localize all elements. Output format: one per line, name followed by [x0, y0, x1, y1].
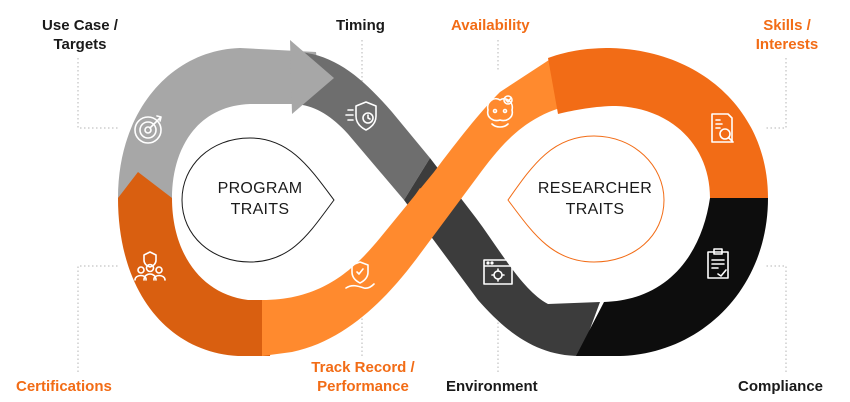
label-use-case-line1: Use Case / [42, 17, 118, 34]
band-skills [548, 48, 768, 198]
label-skills-line2: Interests [755, 36, 819, 53]
label-environment: Environment [446, 378, 538, 395]
right-loop-drop [507, 135, 665, 263]
browser-gear-icon [483, 259, 513, 285]
label-certifications: Certifications [16, 378, 112, 395]
label-track-record-line2: Performance [317, 378, 409, 395]
researcher-traits-line1: RESEARCHER [537, 180, 653, 197]
label-skills-line1: Skills / [763, 17, 811, 34]
researcher-traits-text: RESEARCHER TRAITS [520, 178, 670, 220]
band-certifications [118, 172, 276, 356]
label-timing: Timing [336, 17, 385, 34]
program-traits-line2: TRAITS [230, 201, 290, 218]
shield-clock-icon [345, 101, 377, 131]
left-loop-drop [181, 137, 335, 263]
leader-certifications [77, 265, 118, 372]
label-track-record-line1: Track Record / [311, 359, 415, 376]
band-use-case [118, 48, 322, 198]
clipboard-check-icon [707, 248, 729, 279]
label-availability: Availability [451, 17, 530, 34]
hand-shield-icon [345, 261, 375, 289]
label-track-record: Track Record / Performance [302, 358, 424, 396]
leader-compliance [766, 265, 787, 372]
label-use-case-line2: Targets [53, 36, 107, 53]
program-traits-text: PROGRAM TRAITS [200, 178, 320, 220]
leader-skills [766, 58, 787, 129]
label-skills: Skills / Interests [737, 16, 837, 54]
band-arrow-orange [398, 188, 446, 220]
program-traits-line1: PROGRAM [217, 180, 303, 197]
band-arrow-gray [290, 40, 334, 114]
band-compliance [576, 174, 768, 356]
label-use-case: Use Case / Targets [30, 16, 130, 54]
people-shield-icon [134, 251, 166, 281]
leader-use-case [77, 58, 118, 129]
researcher-traits-line2: TRAITS [565, 201, 625, 218]
target-icon [134, 115, 162, 144]
globe-hand-icon [486, 95, 514, 128]
label-compliance: Compliance [738, 378, 824, 395]
document-search-icon [711, 113, 734, 143]
